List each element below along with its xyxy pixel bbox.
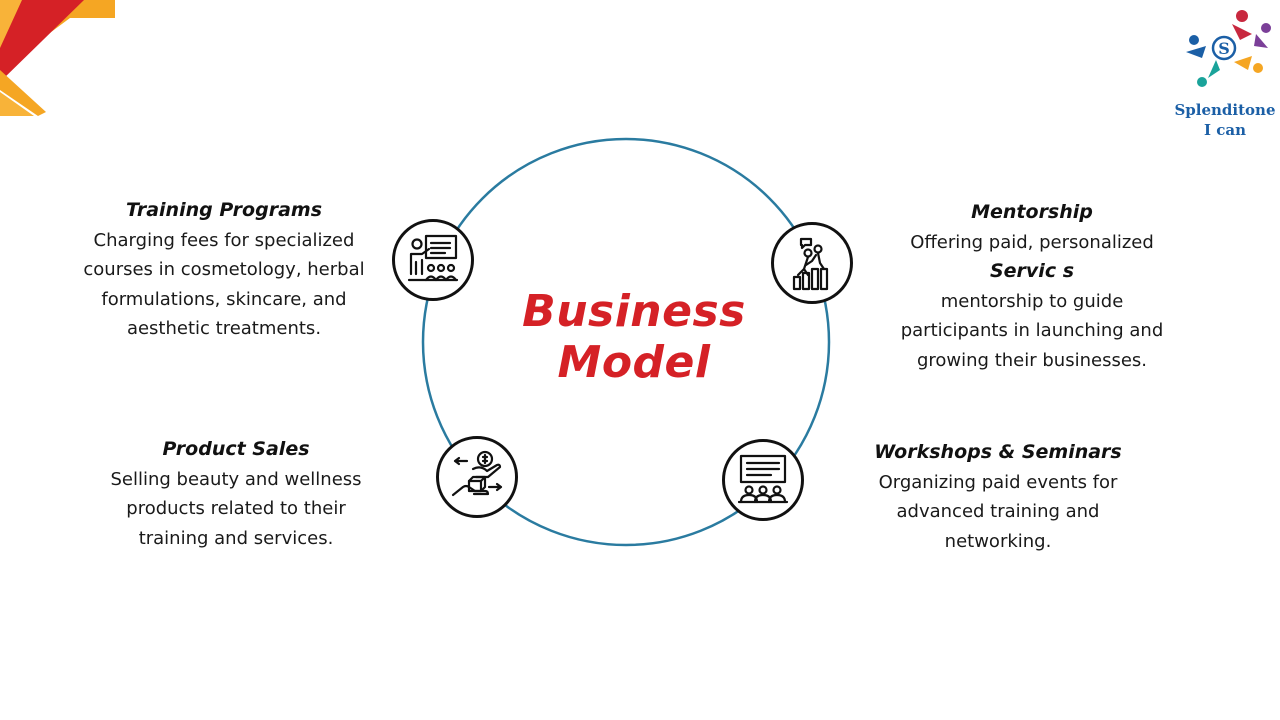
product-sales-line: products related to their xyxy=(126,498,346,519)
workshops-seminars-line: advanced training and xyxy=(896,501,1100,522)
center-title: Business Model xyxy=(500,286,768,388)
training-programs-block: Training Programs Charging fees for spec… xyxy=(72,196,376,344)
product-sales-heading: Product Sales xyxy=(162,438,310,460)
logo-tagline: I can xyxy=(1204,121,1246,139)
mentorship-services-label: Servic s xyxy=(989,260,1075,282)
mentorship-heading: Mentorship xyxy=(971,201,1093,223)
workshops-seminars-heading: Workshops & Seminars xyxy=(874,441,1122,463)
center-title-line2: Model xyxy=(557,337,711,388)
workshops-seminars-block: Workshops & Seminars Organizing paid eve… xyxy=(846,438,1150,556)
workshops-seminars-line: networking. xyxy=(944,530,1052,552)
corner-decoration xyxy=(0,0,115,116)
logo-text: Splenditone I can xyxy=(1166,100,1280,140)
product-sales-line: training and services. xyxy=(138,527,334,549)
mentorship-block: Mentorship Offering paid, personalized S… xyxy=(880,198,1184,375)
logo-name: Splenditone xyxy=(1174,101,1276,119)
mentorship-line: participants in launching and xyxy=(900,320,1164,341)
workshops-seminars-line: Organizing paid events for xyxy=(878,471,1118,493)
product-exchange-icon xyxy=(436,436,518,518)
training-programs-line: formulations, skincare, and xyxy=(101,288,347,310)
product-sales-line: Selling beauty and wellness xyxy=(110,468,362,490)
presentation-icon xyxy=(392,219,474,301)
training-programs-line: Charging fees for specialized xyxy=(93,229,355,251)
training-programs-line: courses in cosmetology, herbal xyxy=(83,259,365,280)
center-title-line1: Business xyxy=(522,286,746,337)
seminar-icon xyxy=(722,439,804,521)
training-programs-heading: Training Programs xyxy=(125,199,323,221)
training-programs-line: aesthetic treatments. xyxy=(126,318,322,339)
splenditone-logo-icon: S xyxy=(1186,10,1271,87)
product-sales-block: Product Sales Selling beauty and wellnes… xyxy=(84,435,388,553)
mentorship-icon xyxy=(771,222,853,304)
mentorship-line: mentorship to guide xyxy=(940,290,1124,312)
mentorship-line: Offering paid, personalized xyxy=(910,231,1154,253)
mentorship-line: growing their businesses. xyxy=(916,349,1147,371)
logo-mark-letter: S xyxy=(1218,39,1230,58)
